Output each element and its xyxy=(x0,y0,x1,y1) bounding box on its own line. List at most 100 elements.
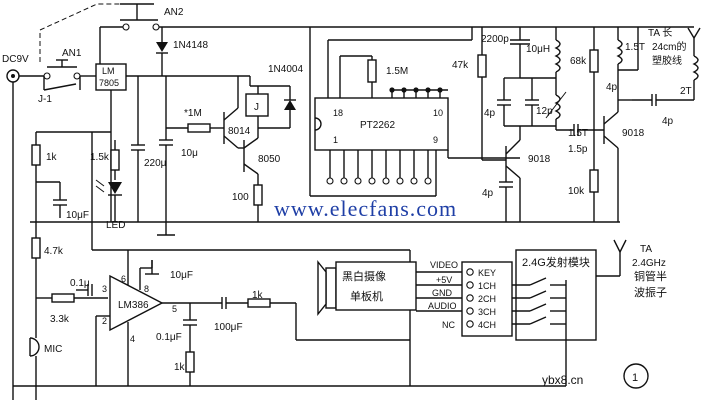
label-pin2: 2 xyxy=(102,316,107,326)
capacitor-10u xyxy=(157,76,175,236)
pt2262-bottom-pins xyxy=(310,150,520,197)
label-sig-audio: AUDIO xyxy=(428,301,457,311)
capacitor-10uf-b xyxy=(145,260,159,275)
label-d1: 1N4148 xyxy=(173,40,208,51)
label-d2: 1N4004 xyxy=(268,64,303,75)
label-pin9: 9 xyxy=(433,135,438,145)
resistor-1m xyxy=(166,123,224,133)
label-ant-ta1: TA 长 xyxy=(648,27,672,39)
antenna-ta-coil xyxy=(687,27,701,100)
label-r-68k: 68k xyxy=(570,56,587,67)
label-lm7805-a: LM xyxy=(102,66,115,76)
label-c-100uf: 100μF xyxy=(214,322,243,333)
label-q-8014: 8014 xyxy=(228,126,251,137)
camera-board xyxy=(335,261,417,311)
label-r-47k: 47k xyxy=(452,60,469,71)
label-ant-copper: 铜管半 xyxy=(634,269,667,283)
transistor-9018-a xyxy=(482,126,521,222)
label-lm7805-b: 7805 xyxy=(99,78,119,88)
resistor-100 xyxy=(253,184,263,222)
label-fig-no: 1 xyxy=(632,372,638,384)
label-camera-a: 黑白摄像 xyxy=(342,269,386,283)
label-c-4p-c: 4p xyxy=(606,82,618,93)
label-pin4: 4 xyxy=(130,334,135,344)
microphone xyxy=(29,337,40,400)
label-an1: AN1 xyxy=(62,48,82,59)
label-pin-1ch: 1CH xyxy=(478,281,496,291)
relay-coil-j xyxy=(245,76,290,138)
label-sig-gnd: GND xyxy=(432,288,453,298)
label-ant-dipole: 波振子 xyxy=(634,285,667,299)
capacitor-100uf xyxy=(190,297,248,309)
label-r-1-5k: 1.5k xyxy=(90,152,110,163)
switch-an2 xyxy=(99,3,694,76)
transistor-8014 xyxy=(223,76,239,149)
label-c-0-1uf-b: 0.1μF xyxy=(156,332,182,343)
ic-pt2262 xyxy=(314,97,449,151)
label-tx-module: 2.4G发射模块 xyxy=(522,255,590,269)
label-c-4p-a: 4p xyxy=(484,108,496,119)
label-c-4p-d: 4p xyxy=(662,116,674,127)
label-sig-nc: NC xyxy=(442,320,455,330)
camera-lens xyxy=(317,260,337,316)
label-c-4p-b: 4p xyxy=(482,188,494,199)
label-pin1: 1 xyxy=(333,135,338,145)
figure-number-circle xyxy=(623,363,649,389)
capacitor-0-1u-a xyxy=(76,284,93,296)
resistor-1-5k xyxy=(110,140,120,180)
label-c-10uh: 10μH xyxy=(526,44,550,55)
inductor-1-5t-b xyxy=(616,27,639,100)
label-dc9v: DC9V xyxy=(2,54,29,65)
label-r-100: 100 xyxy=(232,192,249,203)
label-ic-lm386: LM386 xyxy=(118,300,149,311)
label-c-1-5p: 1.5p xyxy=(568,144,588,155)
capacitor-0-1uf-b xyxy=(183,303,197,352)
tx-module-2-4g xyxy=(515,249,597,341)
capacitor-12p xyxy=(504,78,556,127)
label-j1: J-1 xyxy=(38,94,52,105)
capacitor-4p-b xyxy=(499,174,513,222)
resistor-3-3k xyxy=(36,293,108,303)
label-pin6: 6 xyxy=(121,274,126,284)
capacitor-220u xyxy=(131,76,145,222)
label-mic: MIC xyxy=(44,344,62,355)
label-pin5: 5 xyxy=(172,304,177,314)
label-c-12p: 12p xyxy=(536,106,553,117)
label-l-1-5t-b: 1.5T xyxy=(625,42,645,53)
label-q-9018-b: 9018 xyxy=(622,128,645,139)
label-sig-5v: +5V xyxy=(436,275,452,285)
label-camera-b: 单板机 xyxy=(350,289,383,303)
label-r-1-5m: 1.5M xyxy=(386,66,408,77)
label-pin3: 3 xyxy=(102,284,107,294)
label-c-2200p: 2200p xyxy=(481,34,509,45)
led xyxy=(95,179,122,222)
label-ant-ta2: TA xyxy=(640,244,652,255)
relay-contact-j1 xyxy=(43,76,81,91)
transistor-8050 xyxy=(238,137,259,185)
capacitor-10uf-a xyxy=(36,181,67,218)
resistor-10k xyxy=(589,130,599,222)
capacitor-4p-d xyxy=(632,94,694,106)
label-c-10uf-a: 10μF xyxy=(66,210,89,221)
label-an2: AN2 xyxy=(164,7,184,18)
label-r-1k-b: 1k xyxy=(174,362,186,373)
label-pin18: 18 xyxy=(333,108,343,118)
label-pin-2ch: 2CH xyxy=(478,294,496,304)
resistor-68k xyxy=(589,27,599,130)
label-ant-len: 24cm的 xyxy=(652,40,686,53)
label-pin-3ch: 3CH xyxy=(478,307,496,317)
capacitor-4p-a xyxy=(497,77,520,126)
label-c-10u-a: 10μ xyxy=(181,148,198,159)
label-r-4-7k: 4.7k xyxy=(44,246,64,257)
watermark-elecfans: www.elecfans.com xyxy=(274,196,457,221)
resistor-1k-a xyxy=(31,131,111,250)
inductor-10uh xyxy=(510,27,556,79)
label-ant-2t: 2T xyxy=(680,86,692,97)
resistor-47k xyxy=(477,27,487,160)
label-c-10uf-b: 10μF xyxy=(170,270,193,281)
channel-switches xyxy=(410,277,567,387)
label-relay-j: J xyxy=(254,102,259,113)
label-r-10k: 10k xyxy=(568,186,585,197)
label-r-3-3k: 3.3k xyxy=(50,314,70,325)
